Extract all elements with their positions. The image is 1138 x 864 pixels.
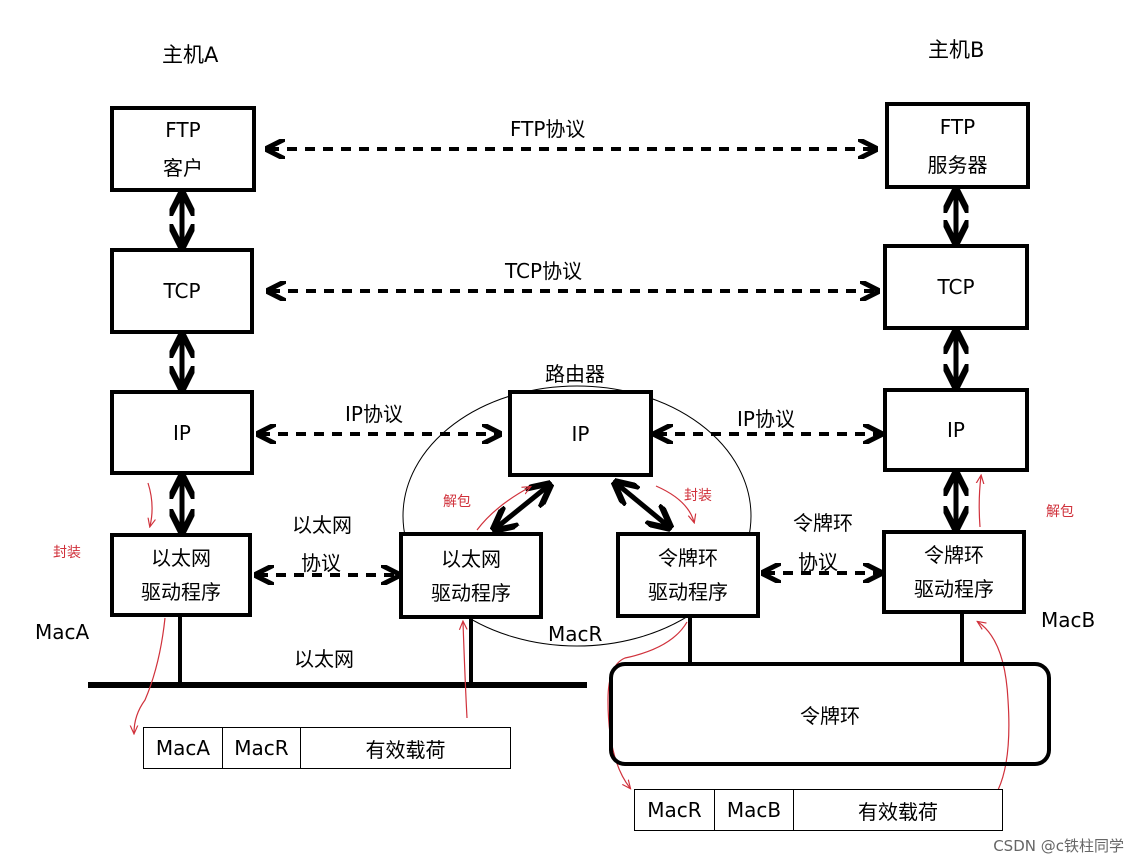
ip-protocol-label-right: IP协议 — [737, 407, 795, 431]
mac-b-label: MacB — [1041, 608, 1096, 632]
router-ip-tr-arrow — [617, 484, 668, 526]
host-b-driver-line1: 令牌环 — [924, 543, 984, 567]
host-b-tcp-box: TCP — [883, 244, 1029, 330]
host-b-ftp-server-box: FTP 服务器 — [885, 102, 1030, 189]
router-ip-label: IP — [571, 421, 590, 446]
ethernet-protocol-label-2: 协议 — [301, 551, 341, 575]
router-ip-eth-arrow — [496, 486, 548, 528]
flow-a-down — [134, 617, 166, 733]
host-b-ip-label: IP — [947, 418, 965, 442]
tokenring-protocol-label-1: 令牌环 — [793, 511, 853, 535]
router-eth-driver-box: 以太网 驱动程序 — [399, 532, 543, 619]
encap-router-label: 封装 — [684, 488, 712, 504]
host-b-ftp-line1: FTP — [939, 114, 976, 139]
token-ring-network: 令牌环 — [609, 662, 1051, 766]
decap-b-label: 解包 — [1046, 504, 1074, 520]
router-label: 路由器 — [545, 362, 605, 386]
host-b-label: 主机B — [928, 38, 985, 62]
host-a-ip-label: IP — [173, 420, 191, 445]
host-a-label: 主机A — [162, 43, 219, 67]
host-a-driver-box: 以太网 驱动程序 — [110, 533, 252, 617]
host-a-tcp-label: TCP — [163, 279, 201, 303]
frame-cell-dst-mac: MacB — [715, 790, 794, 830]
router-tr-driver-line2: 驱动程序 — [648, 580, 728, 604]
mac-r-label: MacR — [548, 622, 603, 646]
host-b-driver-box: 令牌环 驱动程序 — [882, 530, 1026, 614]
router-eth-driver-line2: 驱动程序 — [431, 580, 511, 605]
tokenring-protocol-label-2: 协议 — [798, 550, 838, 574]
router-eth-driver-line1: 以太网 — [441, 546, 501, 571]
token-ring-label: 令牌环 — [800, 703, 860, 728]
ethernet-frame: MacA MacR 有效载荷 — [143, 727, 511, 769]
host-b-tcp-label: TCP — [937, 275, 975, 299]
encap-a-arrow — [147, 482, 152, 526]
host-b-ip-box: IP — [883, 388, 1029, 472]
host-a-tcp-box: TCP — [110, 248, 254, 334]
host-a-ftp-client-box: FTP 客户 — [110, 106, 256, 192]
host-a-driver-line2: 驱动程序 — [141, 580, 221, 604]
host-b-driver-line2: 驱动程序 — [914, 577, 994, 601]
ethernet-network-label: 以太网 — [294, 647, 354, 671]
frame-cell-payload: 有效载荷 — [858, 799, 938, 824]
host-a-ftp-line2: 客户 — [163, 156, 203, 180]
tcp-protocol-label: TCP协议 — [505, 259, 583, 283]
host-a-ip-box: IP — [110, 390, 254, 475]
host-a-driver-line1: 以太网 — [151, 546, 211, 570]
encap-a-label: 封装 — [53, 545, 81, 561]
tokenring-frame: MacR MacB 有效载荷 — [634, 789, 1003, 831]
host-b-ftp-line2: 服务器 — [927, 152, 988, 177]
decap-router-label: 解包 — [443, 494, 471, 510]
decap-router-arrow — [476, 487, 530, 531]
router-boundary — [402, 385, 752, 647]
watermark: CSDN @c铁柱同学 — [993, 837, 1124, 855]
router-ip-box: IP — [508, 390, 653, 477]
encap-router-arrow — [655, 485, 694, 522]
flow-to-host-b-up — [978, 622, 1010, 791]
ethernet-protocol-label-1: 以太网 — [292, 513, 352, 537]
frame-cell-src-mac: MacR — [635, 790, 715, 830]
flow-to-router-up — [463, 622, 467, 719]
router-tr-driver-box: 令牌环 驱动程序 — [616, 532, 760, 618]
ip-protocol-label-left: IP协议 — [345, 402, 403, 426]
frame-cell-payload: 有效载荷 — [365, 737, 446, 762]
decap-b-arrow — [979, 476, 981, 528]
host-a-ftp-line1: FTP — [165, 118, 201, 142]
frame-cell-src-mac: MacA — [144, 728, 223, 768]
frame-cell-dst-mac: MacR — [223, 728, 301, 768]
ftp-protocol-label: FTP协议 — [510, 117, 586, 141]
router-tr-driver-line1: 令牌环 — [658, 546, 718, 570]
mac-a-label: MacA — [35, 620, 90, 644]
